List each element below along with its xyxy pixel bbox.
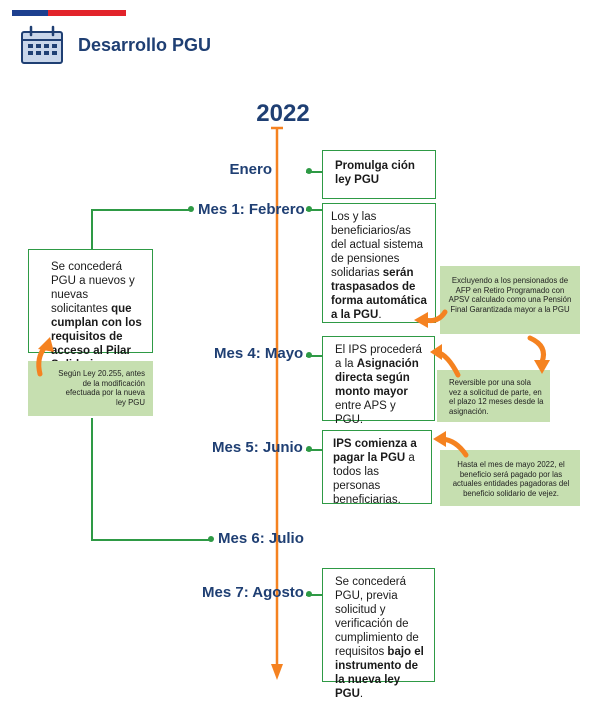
box-left-text: Se concederá PGU a nuevos y nuevas solic…: [51, 261, 135, 315]
month-agosto: Mes 7: Agosto: [202, 584, 304, 601]
note-mayo: Reversible por una sola vez a solicitud …: [437, 370, 550, 422]
box-febrero: Los y las beneficiarios/as del actual si…: [322, 203, 436, 323]
arrow-left-note: [36, 344, 48, 377]
month-enero: Enero: [229, 161, 272, 178]
box-feb-text: Los y las beneficiarios/as del actual si…: [331, 211, 424, 279]
box-ago-text: Se concederá PGU, previa solicitud y ver…: [335, 576, 419, 658]
box-may-end: entre APS y PGU.: [335, 400, 396, 426]
month-febrero: Mes 1: Febrero: [198, 201, 305, 218]
link-enero: [306, 171, 322, 173]
month-mayo: Mes 4: Mayo: [214, 345, 304, 362]
arrowhead-left: [38, 337, 54, 352]
box-junio: IPS comienza a pagar la PGU a todos las …: [322, 430, 432, 506]
dot-julio: [208, 536, 214, 542]
link-feb: [306, 209, 322, 211]
note-junio: Hasta el mes de mayo 2022, el beneficio …: [440, 450, 580, 506]
link-mayo: [306, 355, 322, 357]
calendar-icon: [20, 25, 64, 65]
box-mayo: El IPS procederá a la Asignación directa…: [322, 336, 435, 426]
box-may-bold: Asignación directa según monto mayor: [335, 358, 419, 398]
box-enero-bold: Promulga ción ley PGU: [335, 160, 415, 186]
timeline-year: 2022: [256, 100, 310, 127]
arrowhead-may-top: [534, 360, 550, 374]
arrowhead-feb: [414, 312, 428, 328]
box-enero: Promulga ción ley PGU: [322, 150, 436, 199]
note-left: Según Ley 20.255, antes de la modificaci…: [28, 361, 153, 416]
arrow-may-note-top: [527, 335, 546, 365]
box-ago-end: .: [359, 688, 364, 700]
left-connector-upper: [91, 209, 93, 249]
box-left: Se concederá PGU a nuevos y nuevas solic…: [28, 249, 153, 371]
box-jun-text: a todos las personas beneficiarias.: [333, 452, 415, 506]
note-febrero: Excluyendo a los pensionados de AFP en R…: [440, 266, 580, 334]
dot-feb-left: [188, 206, 194, 212]
box-feb-bold: serán traspasados de forma automática a …: [331, 267, 427, 321]
box-agosto: Se concederá PGU, previa solicitud y ver…: [322, 568, 435, 700]
arrowhead-jun-box: [433, 431, 446, 447]
month-julio: Mes 6: Julio: [218, 530, 304, 547]
left-connector-top: [91, 209, 191, 211]
link-agosto: [306, 594, 322, 596]
box-jun-bold: IPS comienza a pagar la PGU: [333, 438, 417, 464]
box-feb-end: .: [378, 309, 382, 321]
flag-blue-bar: [12, 10, 48, 16]
month-junio: Mes 5: Junio: [212, 439, 303, 456]
arrowhead-may-box: [430, 344, 442, 360]
left-connector-lower: [91, 418, 93, 539]
page-title: Desarrollo PGU: [78, 35, 212, 55]
left-connector-bottom: [91, 539, 211, 541]
flag-red-bar: [48, 10, 126, 16]
link-junio: [306, 449, 322, 451]
box-may-text: El IPS procederá a la: [335, 344, 422, 370]
